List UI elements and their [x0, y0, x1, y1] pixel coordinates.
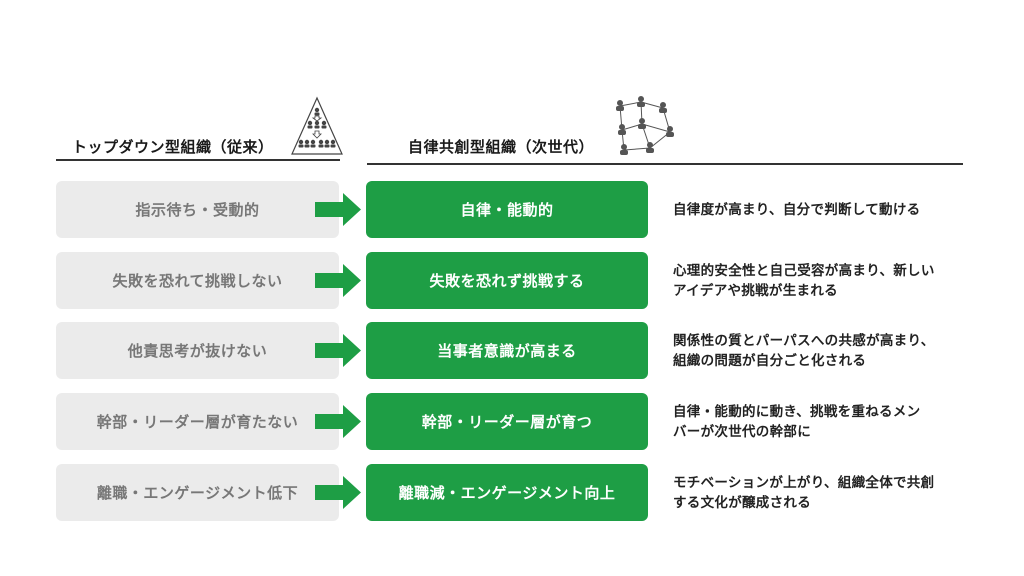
traditional-trait-box: 他責思考が抜けない	[56, 322, 339, 379]
arrow-right-icon	[315, 264, 361, 297]
trait-description: 心理的安全性と自己受容が高まり、新しい アイデアや挑戦が生まれる	[673, 252, 963, 309]
trait-description: モチベーションが上がり、組織全体で共創 する文化が醸成される	[673, 464, 963, 521]
next-gen-org-heading: 自律共創型組織（次世代）	[408, 138, 595, 156]
hierarchy-pyramid-people-icon	[291, 96, 343, 155]
trait-description-line: 自律・能動的に動き、挑戦を重ねるメン	[673, 403, 921, 420]
comparison-row: 幹部・リーダー層が育たない 幹部・リーダー層が育つ 自律・能動的に動き、挑戦を重…	[56, 393, 956, 450]
next-gen-trait-box: 幹部・リーダー層が育つ	[366, 393, 648, 450]
next-gen-trait-box: 自律・能動的	[366, 181, 648, 238]
traditional-trait-box: 幹部・リーダー層が育たない	[56, 393, 339, 450]
arrow-right-icon	[315, 405, 361, 438]
traditional-trait-box: 失敗を恐れて挑戦しない	[56, 252, 339, 309]
traditional-org-heading: トップダウン型組織（従来）	[72, 138, 274, 156]
comparison-row: 離職・エンゲージメント低下 離職減・エンゲージメント向上 モチベーションが上がり…	[56, 464, 956, 521]
trait-description-line: 自律度が高まり、自分で判断して動ける	[673, 201, 921, 218]
arrow-right-icon	[315, 193, 361, 226]
comparison-row: 他責思考が抜けない 当事者意識が高まる 関係性の質とパーパスへの共感が高まり、 …	[56, 322, 956, 379]
comparison-row: 失敗を恐れて挑戦しない 失敗を恐れず挑戦する 心理的安全性と自己受容が高まり、新…	[56, 252, 956, 309]
next-gen-trait-box: 失敗を恐れず挑戦する	[366, 252, 648, 309]
trait-description-line: バーが次世代の幹部に	[673, 423, 811, 440]
network-people-icon	[616, 96, 674, 155]
left-heading-divider	[56, 159, 340, 161]
trait-description: 関係性の質とパーパスへの共感が高まり、 組織の問題が自分ごと化される	[673, 322, 963, 379]
next-gen-trait-box: 離職減・エンゲージメント向上	[366, 464, 648, 521]
comparison-row: 指示待ち・受動的 自律・能動的 自律度が高まり、自分で判断して動ける	[56, 181, 956, 238]
trait-description: 自律・能動的に動き、挑戦を重ねるメン バーが次世代の幹部に	[673, 393, 963, 450]
trait-description-line: する文化が醸成される	[673, 494, 811, 511]
trait-description-line: 組織の問題が自分ごと化される	[673, 352, 867, 369]
trait-description: 自律度が高まり、自分で判断して動ける	[673, 181, 963, 238]
arrow-right-icon	[315, 334, 361, 367]
trait-description-line: アイデアや挑戦が生まれる	[673, 282, 838, 299]
next-gen-trait-box: 当事者意識が高まる	[366, 322, 648, 379]
trait-description-line: 心理的安全性と自己受容が高まり、新しい	[673, 262, 935, 279]
traditional-trait-box: 離職・エンゲージメント低下	[56, 464, 339, 521]
right-heading-divider	[367, 163, 963, 165]
trait-description-line: 関係性の質とパーパスへの共感が高まり、	[673, 332, 935, 349]
trait-description-line: モチベーションが上がり、組織全体で共創	[673, 474, 935, 491]
traditional-trait-box: 指示待ち・受動的	[56, 181, 339, 238]
arrow-right-icon	[315, 476, 361, 509]
